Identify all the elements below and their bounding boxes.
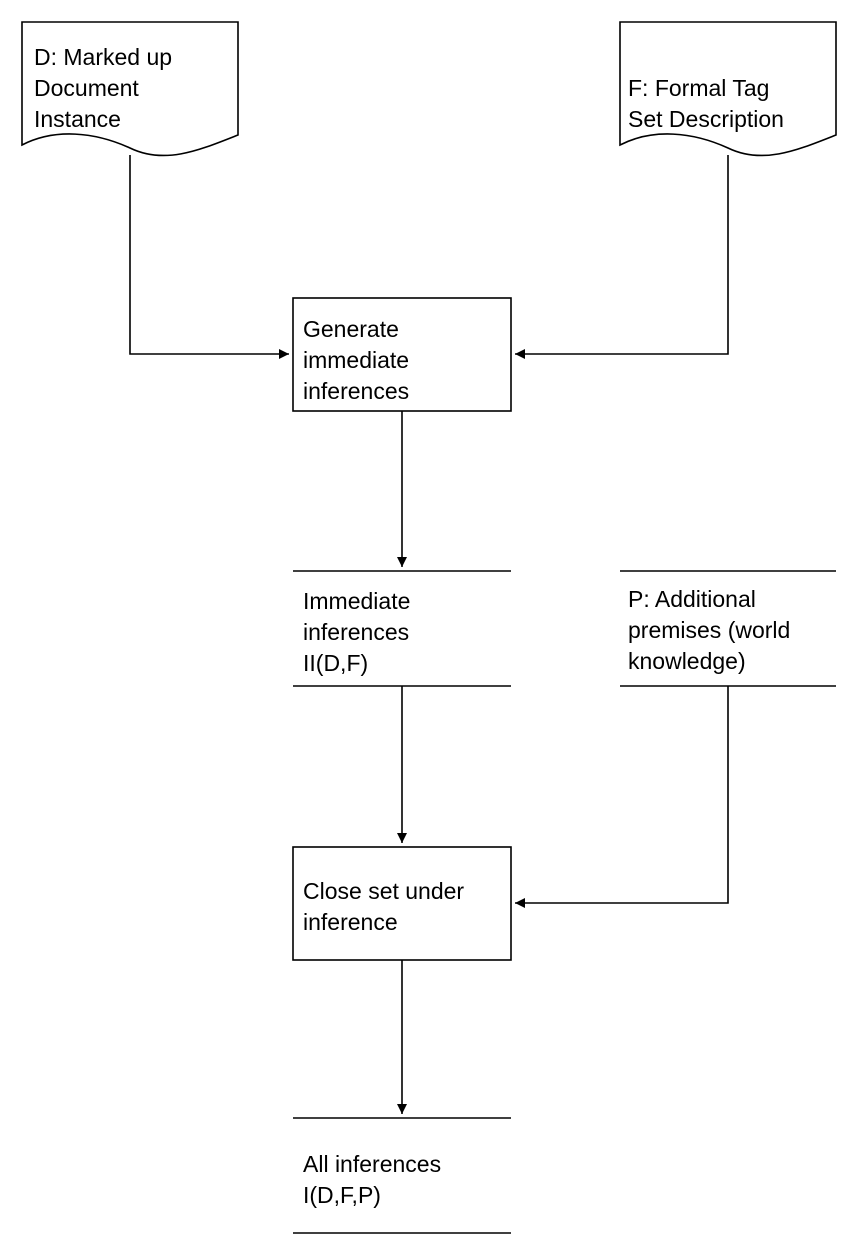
edge-premises-to-close	[515, 686, 729, 908]
label-line: F: Formal Tag	[628, 75, 770, 101]
document-instance-shape	[21, 21, 239, 157]
label-line: All inferences	[303, 1151, 442, 1177]
edge-document-to-generate	[129, 155, 289, 359]
label-line: knowledge)	[628, 648, 746, 674]
label-line: D: Marked up	[34, 44, 173, 70]
label-line: inferences	[303, 619, 410, 645]
label-line: Set Description	[628, 106, 784, 132]
close-set-label: Close set under inference	[303, 876, 464, 938]
label-line: P: Additional	[628, 586, 756, 612]
edge-tagset-to-generate	[515, 155, 729, 359]
tag-set-description-shape	[619, 21, 837, 157]
additional-premises-label: P: Additional premises (world knowledge)	[628, 584, 790, 677]
immediate-inferences-label: Immediate inferences II(D,F)	[303, 586, 410, 679]
label-line: Immediate	[303, 588, 411, 614]
label-line: Close set under	[303, 878, 465, 904]
label-line: Generate	[303, 316, 399, 342]
tag-set-description-label: F: Formal Tag Set Description	[628, 73, 784, 135]
label-line: inferences	[303, 378, 410, 404]
label-line: Instance	[34, 106, 121, 132]
generate-inferences-label: Generate immediate inferences	[303, 314, 409, 407]
label-line: I(D,F,P)	[303, 1182, 381, 1208]
all-inferences-label: All inferences I(D,F,P)	[303, 1149, 441, 1211]
label-line: II(D,F)	[303, 650, 369, 676]
label-line: Document	[34, 75, 139, 101]
label-line: immediate	[303, 347, 410, 373]
generate-inferences-box	[292, 297, 512, 412]
document-instance-label: D: Marked up Document Instance	[34, 42, 172, 135]
close-set-box	[292, 846, 512, 961]
label-line: inference	[303, 909, 398, 935]
label-line: premises (world	[628, 617, 791, 643]
